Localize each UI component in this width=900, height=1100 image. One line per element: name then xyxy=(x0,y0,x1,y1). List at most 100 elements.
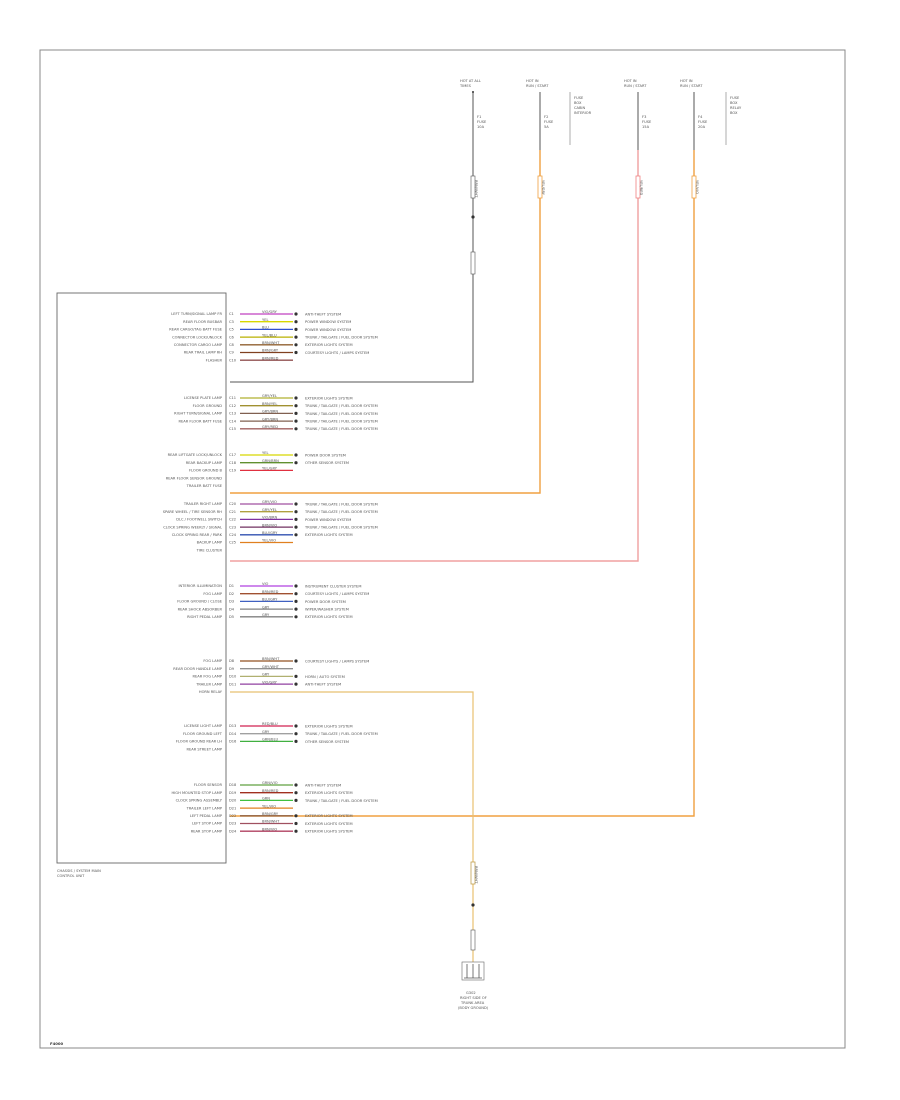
pin-number: C15 xyxy=(229,427,236,431)
module-pin-label: CONNECTOR CARGO LAMP xyxy=(174,343,223,347)
module-pin-label: RIGHT TURN/SIGNAL LAMP xyxy=(174,412,223,416)
module-caption-line: CHASSIS / SYSTEM MAIN xyxy=(57,869,101,873)
wire-terminal xyxy=(294,533,298,537)
wire-color-code: RED/BLU xyxy=(262,722,278,726)
pin-number: C24 xyxy=(229,533,237,537)
wire-terminal xyxy=(294,791,298,795)
wire-destination: HORN / AUTO SYSTEM xyxy=(305,675,345,679)
wire-destination: EXTERIOR LIGHTS SYSTEM xyxy=(305,343,353,347)
wire-color-code: BRN/RED xyxy=(262,356,279,360)
wire-destination: TRUNK / TAILGATE / FUEL DOOR SYSTEM xyxy=(304,420,378,424)
module-pin-label: FLOOR GROUND B xyxy=(189,469,223,473)
pin-number: D10 xyxy=(229,675,237,679)
wire-destination: TRUNK / TAILGATE / FUEL DOOR SYSTEM xyxy=(304,732,378,736)
pin-number: C25 xyxy=(229,541,236,545)
wire-terminal xyxy=(294,732,298,736)
module-pin-label: TRAILER LAMP xyxy=(195,682,223,686)
wire-color-code: GRY xyxy=(262,730,270,734)
wire-destination: EXTERIOR LIGHTS SYSTEM xyxy=(305,791,353,795)
ground-icon xyxy=(461,961,485,981)
module-pin-label: CLOCK SPRING REAR / PARK xyxy=(172,533,223,537)
pin-number: D14 xyxy=(229,732,237,736)
module-pin-label: REAR SHOCK ABSORBER xyxy=(178,607,223,611)
pin-number: D16 xyxy=(229,740,237,744)
module-pin-label: LEFT STOP LAMP xyxy=(192,822,223,826)
wire-destination: ANTI-THEFT SYSTEM xyxy=(305,683,341,687)
wire-terminal xyxy=(294,312,298,316)
pin-number: C13 xyxy=(229,412,236,416)
pin-number: D19 xyxy=(229,791,237,795)
ground-label-line: RIGHT SIDE OF xyxy=(460,996,487,1000)
pin-number: C19 xyxy=(229,469,237,473)
wire-terminal xyxy=(294,814,298,818)
wire-destination: EXTERIOR LIGHTS SYSTEM xyxy=(305,724,353,728)
wire-destination: OTHER SENSOR SYSTEM xyxy=(305,461,349,465)
wire-color-code: GRY/RED xyxy=(262,425,278,429)
ground-point: BRN/WHT G302 RIGHT SIDE OF TRUNK AREA (B… xyxy=(458,861,489,1010)
module-pin-label: FLOOR GROUND xyxy=(193,404,223,408)
module-outline xyxy=(56,292,227,864)
fuse-label-line: F1 xyxy=(477,115,481,119)
inline-connector xyxy=(470,175,476,199)
module-pin-label: HIGH MOUNTED STOP LAMP xyxy=(172,791,223,795)
feed-label-line: HOT IN xyxy=(680,79,693,83)
wire-destination: TRUNK / TAILGATE / FUEL DOOR SYSTEM xyxy=(304,404,378,408)
pin-number: D2 xyxy=(229,592,234,596)
module-pin-label: REAR FLOOR BATT FUSE xyxy=(179,419,223,423)
connector-code: YEL/GRY xyxy=(541,180,545,196)
wire-destination: EXTERIOR LIGHTS SYSTEM xyxy=(305,814,353,818)
module-pin-label: REAR FLOOR BUSBAR xyxy=(183,320,222,324)
module-pin-label: REAR DOOR HANDLE LAMP xyxy=(173,667,223,671)
module-pin-label: CLOCK SPRING WEEKLY / SIGNAL xyxy=(163,525,222,529)
wire-terminal xyxy=(294,821,298,826)
wire-destination: OTHER SENSOR SYSTEM xyxy=(305,740,349,744)
module-pin-label: INTERIOR ILLUMINATION xyxy=(178,584,222,588)
fuse-box-label-line: BOX xyxy=(574,101,582,105)
wire-color-code: GRY/YEL xyxy=(262,508,277,512)
fuse-label-line: 10A xyxy=(477,125,485,129)
fuse-label-line: F3 xyxy=(642,115,646,119)
wire-destination: TRUNK / TAILGATE / FUEL DOOR SYSTEM xyxy=(304,510,378,514)
ground-label-line: TRUNK AREA xyxy=(460,1001,485,1005)
wire-terminal xyxy=(294,584,298,588)
feed-3: HOT IN RUN / START F3 FUSE 15A YEL/RED xyxy=(624,79,652,199)
module-pin-label: DLC / FOOTWELL SWITCH xyxy=(176,518,222,522)
wire-terminal xyxy=(294,453,298,457)
module-pin-label: FOG LAMP xyxy=(203,592,222,596)
wire-destination: COURTESY LIGHTS / LAMPS SYSTEM xyxy=(305,351,369,355)
fuse-label-line: FUSE xyxy=(698,120,708,124)
pin-number: C5 xyxy=(229,328,234,332)
wire-terminal xyxy=(294,798,298,803)
module-pin-label: SPARE WHEEL / TIRE SENSOR RH xyxy=(163,510,223,514)
ground-label-line: G302 xyxy=(466,991,476,995)
wire-destination: INSTRUMENT CLUSTER SYSTEM xyxy=(305,584,361,588)
module-pin-label: FLASHER xyxy=(206,358,223,362)
wire-color-code: VIO/BRN xyxy=(262,516,278,520)
wire-terminal xyxy=(294,396,298,400)
module-pin-label: REAR CARGO/TAG BATT FUSE xyxy=(169,328,222,332)
wire-color-code: BRN/YEL xyxy=(262,402,277,406)
pin-number: C1 xyxy=(229,312,234,316)
feed-wires xyxy=(230,145,695,962)
wire-color-code: GRY/BRN xyxy=(262,410,278,414)
wire-terminal xyxy=(294,607,298,611)
wire-color-code: GRY/VIO xyxy=(262,500,277,504)
module-pin-label: REAR LIFTGATE LOCK/UNLOCK xyxy=(168,453,223,457)
wire-color-code: VIO xyxy=(262,582,269,586)
module-pin-label: FLOOR GROUND REAR LH xyxy=(176,740,222,744)
connector-code: BRN/WHT xyxy=(474,180,478,198)
